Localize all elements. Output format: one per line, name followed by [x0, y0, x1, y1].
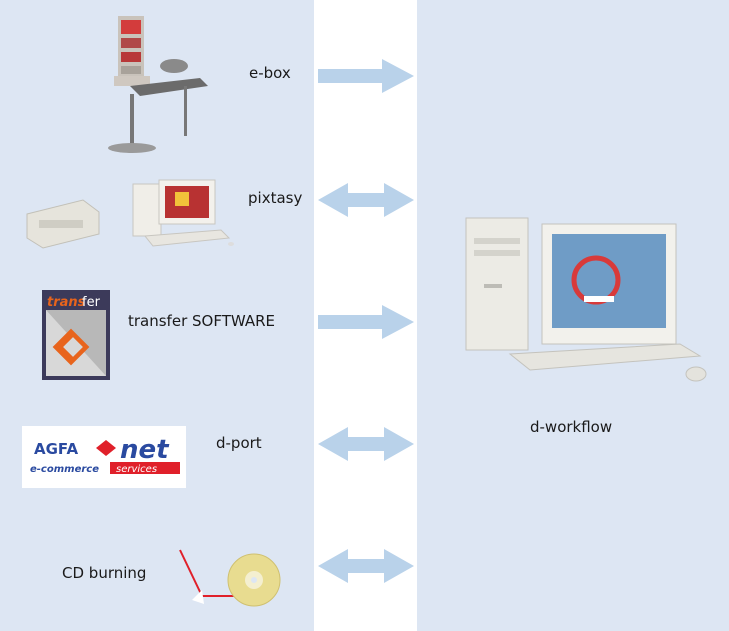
transfer-software-label: transfer SOFTWARE [128, 312, 276, 330]
ebox-label: e-box [249, 64, 291, 82]
workflow-computer-image [465, 217, 707, 382]
arrow-ebox-to-workflow [318, 59, 414, 93]
transfer-logo-text-1: trans [47, 295, 86, 310]
arrow-cd-burning-bidirectional [318, 549, 414, 583]
transfer-software-box-image: trans fer [42, 290, 110, 380]
arrow-dport-bidirectional [318, 427, 414, 461]
dport-label: d-port [216, 434, 262, 452]
arrow-pixtasy-bidirectional [318, 183, 414, 217]
pixtasy-printer-pc-image [26, 179, 234, 249]
arrow-transfer-to-workflow [318, 305, 414, 339]
net-logo-text: net [120, 435, 170, 465]
transfer-logo-text-2: fer [82, 295, 101, 310]
agfa-net-logo-image: AGFA net e-commerce services [22, 426, 186, 488]
d-workflow-label: d-workflow [530, 418, 613, 436]
agfa-logo-text: AGFA [34, 440, 78, 458]
ecommerce-text: e-commerce [30, 464, 99, 475]
ebox-kiosk-image [108, 16, 208, 153]
cd-disc-image [179, 549, 281, 607]
pixtasy-label: pixtasy [248, 189, 303, 207]
services-text: services [116, 464, 157, 475]
cd-burning-label: CD burning [62, 564, 147, 582]
